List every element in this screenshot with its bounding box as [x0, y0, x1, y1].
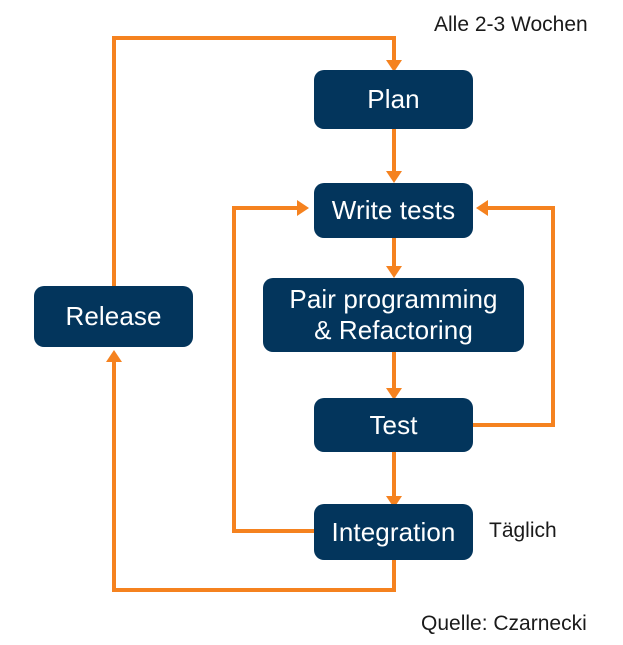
arrowhead-into-release [106, 350, 122, 362]
node-write-tests[interactable]: Write tests [314, 183, 473, 238]
node-write-tests-label: Write tests [331, 195, 456, 226]
arrowhead-into-write-tests-left [297, 200, 309, 216]
edge-release-to-plan-horizontal-top [112, 36, 396, 40]
edge-integration-to-release-horizontal-bottom [112, 588, 396, 592]
edge-integration-to-release-vertical-left [112, 362, 116, 590]
node-pair-programming-refactoring-label: Pair programming & Refactoring [289, 284, 498, 345]
node-release[interactable]: Release [34, 286, 193, 347]
edge-test-to-integration-vertical [392, 452, 396, 502]
edge-integration-to-write-horizontal-top [232, 206, 299, 210]
edge-pair-to-test-vertical [392, 352, 396, 394]
arrowhead-into-write-tests-right [476, 200, 488, 216]
node-plan[interactable]: Plan [314, 70, 473, 129]
arrowhead-into-pair-programming [386, 266, 402, 278]
node-plan-label: Plan [367, 84, 420, 115]
edge-test-to-write-horizontal-bottom [471, 423, 555, 427]
arrowhead-into-write-tests-top [386, 171, 402, 183]
note-quelle-czarnecki: Quelle: Czarnecki [421, 612, 587, 635]
edge-integration-to-release-vertical-right [392, 560, 396, 590]
arrowhead-into-test [386, 388, 402, 400]
edge-plan-to-write-vertical [392, 129, 396, 175]
node-release-label: Release [65, 301, 162, 332]
edge-release-to-plan-vertical-right [392, 36, 396, 64]
note-alle-2-3-wochen: Alle 2-3 Wochen [434, 13, 588, 36]
node-test-label: Test [369, 409, 418, 440]
note-taeglich: Täglich [489, 519, 557, 542]
edge-test-to-write-vertical-right [551, 206, 555, 425]
node-integration-label: Integration [331, 516, 456, 547]
edge-integration-to-write-vertical-left [232, 206, 236, 531]
node-pair-programming-refactoring[interactable]: Pair programming & Refactoring [263, 278, 524, 352]
node-integration[interactable]: Integration [314, 504, 473, 560]
edge-release-to-plan-vertical-left [112, 36, 116, 288]
edge-test-to-write-horizontal-top [488, 206, 553, 210]
edge-write-to-pair-vertical [392, 238, 396, 272]
node-test[interactable]: Test [314, 398, 473, 452]
arrowhead-into-plan [386, 60, 402, 72]
edge-integration-to-write-horizontal-bottom [232, 529, 316, 533]
